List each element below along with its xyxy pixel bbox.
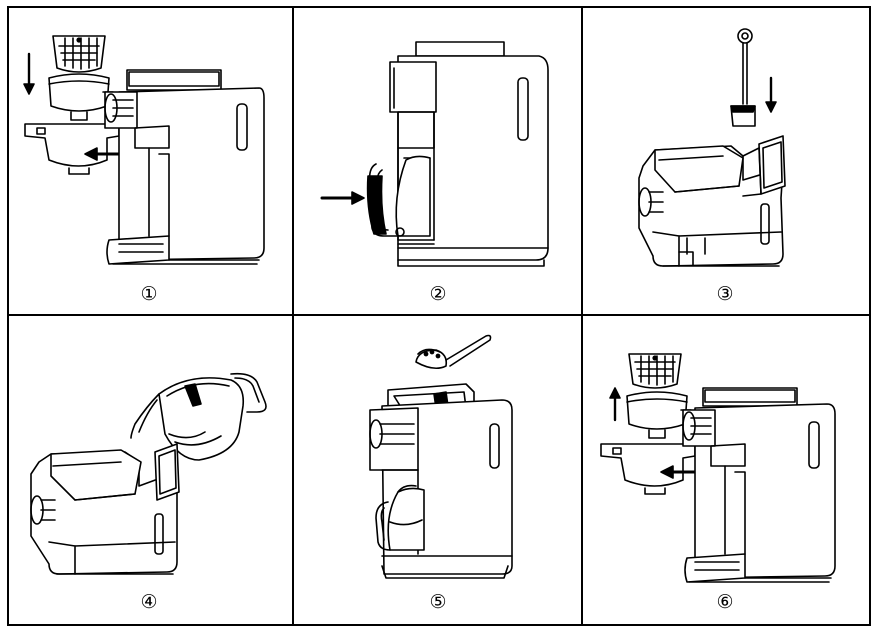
divider-vertical-1 <box>292 6 294 626</box>
step-number-5: ⑤ <box>429 591 447 613</box>
step-number-1: ① <box>140 283 158 305</box>
divider-horizontal <box>7 314 871 316</box>
step-number-2: ② <box>429 283 447 305</box>
step-panel-3: ③ <box>583 8 869 314</box>
illustration-add-coffee-grounds <box>369 334 513 579</box>
step-panel-6: ⑥ <box>583 316 869 624</box>
divider-vertical-2 <box>581 6 583 626</box>
step-panel-1: ① <box>9 8 292 314</box>
frame-right <box>869 6 871 626</box>
illustration-pour-water-into-tank <box>30 372 267 575</box>
illustration-lift-tank-lid-insert-filter <box>638 28 786 267</box>
frame-left <box>7 6 9 626</box>
frame-bottom <box>7 624 871 626</box>
illustration-remove-filter-basket <box>23 35 265 265</box>
illustration-reinstall-filter-basket <box>600 353 836 583</box>
step-panel-5: ⑤ <box>294 316 581 624</box>
step-panel-2: ② <box>294 8 581 314</box>
step-number-3: ③ <box>716 283 734 305</box>
step-number-4: ④ <box>140 591 158 613</box>
illustration-insert-carafe <box>320 41 549 267</box>
step-panel-4: ④ <box>9 316 292 624</box>
step-number-6: ⑥ <box>716 591 734 613</box>
frame-top <box>7 6 871 8</box>
